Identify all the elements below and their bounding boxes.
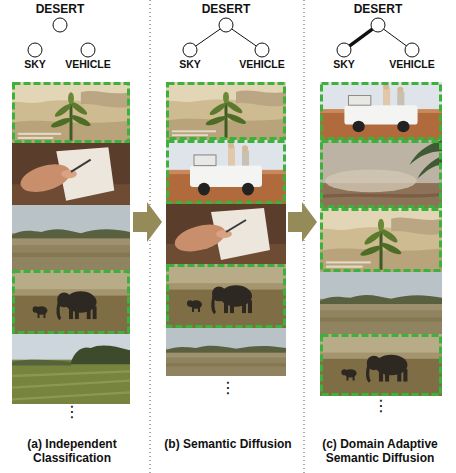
photo [320,272,442,334]
positive-frame [322,336,441,395]
relation-edge [232,29,257,46]
concept-circle [404,42,420,58]
positive-frame [14,272,129,333]
photo [320,334,442,396]
concept-node: VEHICLE [239,42,285,70]
photo [12,334,130,404]
positive-frame [168,142,285,203]
concept-circle [370,17,386,33]
positive-frame [168,84,285,139]
concept-label: VEHICLE [239,58,285,70]
concept-circle [80,42,96,58]
concept-label: DESERT [36,3,85,17]
concept-node: VEHICLE [65,42,111,70]
photo [166,140,286,204]
panel-caption: (c) Domain Adaptive Semantic Diffusion [308,437,452,466]
concept-label: SKY [24,58,46,70]
concept-label: DESERT [202,3,251,17]
concept-circle [254,42,270,58]
positive-frame [322,84,441,139]
photo [12,270,130,334]
concept-circle [218,17,234,33]
panel-caption: (a) Independent Classification [7,437,137,466]
concept-node: DESERT [202,3,251,33]
concept-label: DESERT [354,3,403,17]
photo [320,82,442,140]
concept-label: VEHICLE [389,58,435,70]
relation-edge [350,29,373,46]
positive-frame [14,84,129,142]
ellipsis-mark: ⋮ [64,404,80,420]
photo [166,204,286,264]
concept-circle [182,42,198,58]
concept-label: VEHICLE [65,58,111,70]
photo [12,205,130,270]
photo [320,208,442,272]
relation-edge [384,29,407,46]
panel-caption: (b) Semantic Diffusion [163,437,293,451]
step-arrow [288,202,317,242]
relation-edge [196,29,221,46]
positive-frame [322,210,441,271]
positive-frame [322,142,441,207]
photo [320,140,442,208]
concept-node: DESERT [36,3,85,33]
concept-circle [336,42,352,58]
ellipsis-mark: ⋮ [373,398,389,414]
concept-node: VEHICLE [389,42,435,70]
concept-circle [27,42,43,58]
photo [166,264,286,328]
ellipsis-mark: ⋮ [220,380,236,396]
concept-node: SKY [179,42,201,70]
photo [166,82,286,140]
photo [12,143,130,205]
concept-label: SKY [179,58,201,70]
step-arrow [133,202,162,242]
concept-node: SKY [24,42,46,70]
concept-node: SKY [333,42,355,70]
positive-frame [168,266,285,327]
concept-node: DESERT [354,3,403,33]
concept-circle [52,17,68,33]
concept-label: SKY [333,58,355,70]
photo [12,82,130,143]
photo [166,328,286,376]
